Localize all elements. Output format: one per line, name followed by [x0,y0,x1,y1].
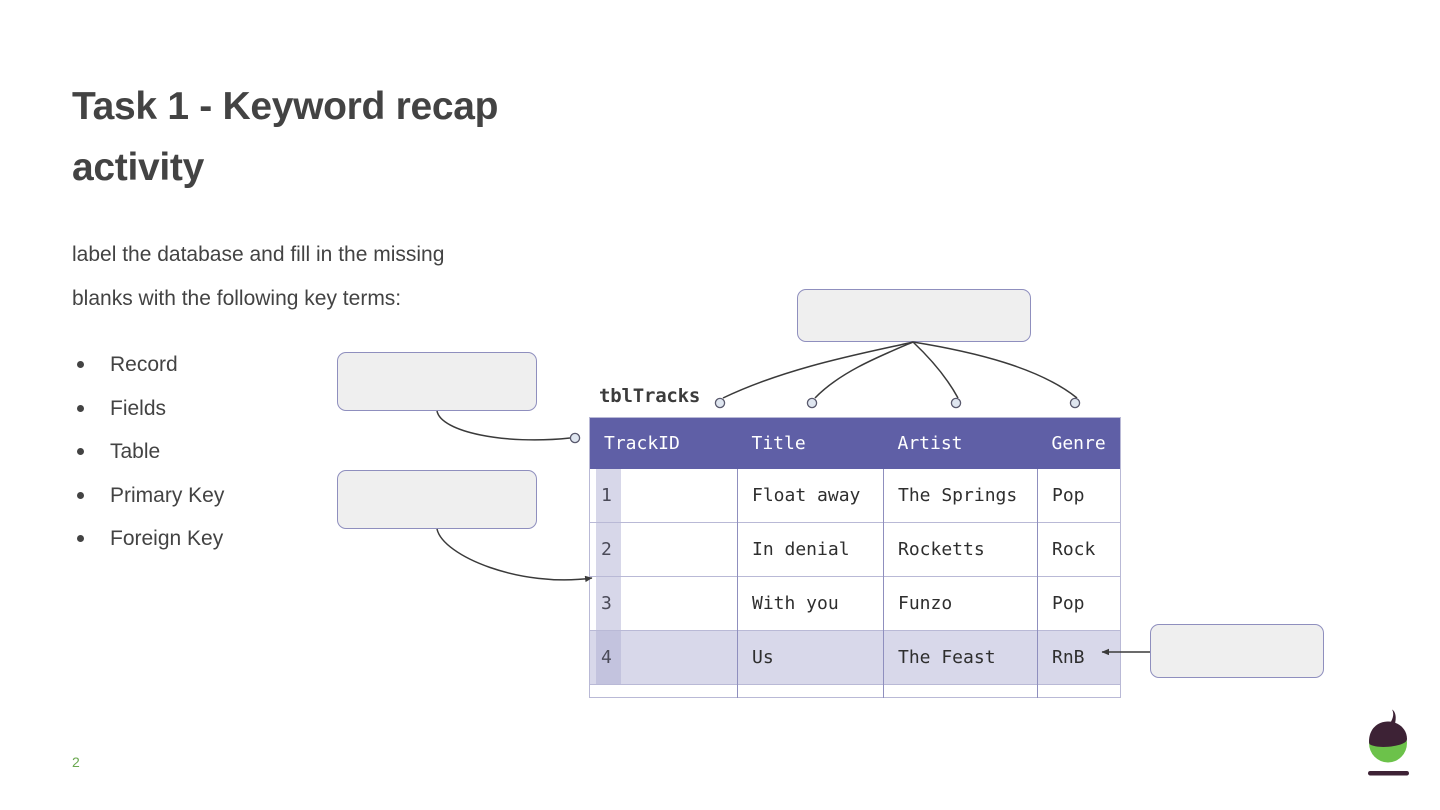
cell-artist: The Feast [883,630,1038,685]
list-item: Foreign Key [72,517,372,561]
bullet-icon [77,448,84,456]
acorn-logo [1368,709,1409,776]
bullet-icon [77,404,84,412]
connector-fields-to-header [436,410,571,441]
column-header-title: Title [737,417,884,469]
answer-box-row[interactable] [1150,624,1324,678]
list-item: Table [72,430,372,474]
column-header-genre: Genre [1037,417,1121,469]
answer-box-records[interactable] [337,470,537,529]
bullet-icon [77,491,84,499]
list-item: Record [72,343,372,387]
connector-endpoint-dot [806,397,818,409]
acorn-cap-icon [1369,721,1407,747]
instruction-paragraph: label the database and fill in the missi… [72,243,445,310]
table-spacer-row [589,684,1121,698]
table-row: 1 Float away The Springs Pop [589,469,1121,523]
table-name-label: tblTracks [599,385,701,407]
page-number: 2 [72,754,80,770]
table-row: 3 With you Funzo Pop [589,576,1121,631]
cell-artist: Funzo [883,576,1038,631]
list-item-label: Fields [110,396,167,420]
connector-columns-to-trackid [722,341,914,399]
column-header-artist: Artist [883,417,1038,469]
cell-trackid: 4 [589,630,738,685]
cell-title: Float away [737,469,884,523]
list-item-label: Primary Key [110,483,225,507]
acorn-stem-icon [1389,709,1396,726]
answer-box-columns[interactable] [797,289,1031,342]
list-item: Fields [72,387,372,431]
connector-endpoint-dot [950,397,962,409]
acorn-base-bar-icon [1368,771,1409,776]
table-row-highlighted: 4 Us The Feast RnB [589,630,1121,685]
tracks-table: TrackID Title Artist Genre 1 Float away … [589,417,1121,698]
table-row: 2 In denial Rocketts Rock [589,522,1121,577]
row-number: 3 [596,577,621,630]
bullet-icon [77,535,84,543]
table-header-row: TrackID Title Artist Genre [589,417,1121,469]
connector-endpoint-dot [569,432,581,444]
row-number: 4 [596,631,621,684]
column-header-trackid: TrackID [589,417,738,469]
connector-records-to-rows [436,528,593,583]
list-item-label: Record [110,353,178,376]
cell-title: Us [737,630,884,685]
cell-trackid: 1 [589,469,738,523]
connector-columns-to-title [814,341,914,399]
bullet-icon [77,361,84,369]
list-item: Primary Key [72,474,372,518]
cell-title: With you [737,576,884,631]
connector-columns-to-artist [912,341,959,399]
key-terms-list: Record Fields Table Primary Key Foreign … [72,343,372,561]
cell-genre: Pop [1037,576,1121,631]
cell-genre: Rock [1037,522,1121,577]
list-item-label: Table [110,440,161,463]
page-title: Task 1 - Keyword recap activity [72,85,499,189]
row-number: 1 [596,469,621,522]
cell-trackid: 2 [589,522,738,577]
cell-trackid: 3 [589,576,738,631]
cell-artist: Rocketts [883,522,1038,577]
cell-genre: Pop [1052,485,1085,506]
connector-columns-to-genre [912,341,1078,399]
cell-artist: The Springs [883,469,1038,523]
answer-box-fields[interactable] [337,352,537,411]
row-number: 2 [596,523,621,576]
connector-endpoint-dot [1069,397,1081,409]
connector-endpoint-dot [714,397,726,409]
cell-genre: RnB [1037,630,1121,685]
list-item-label: Foreign Key [110,527,224,550]
cell-title: In denial [737,522,884,577]
